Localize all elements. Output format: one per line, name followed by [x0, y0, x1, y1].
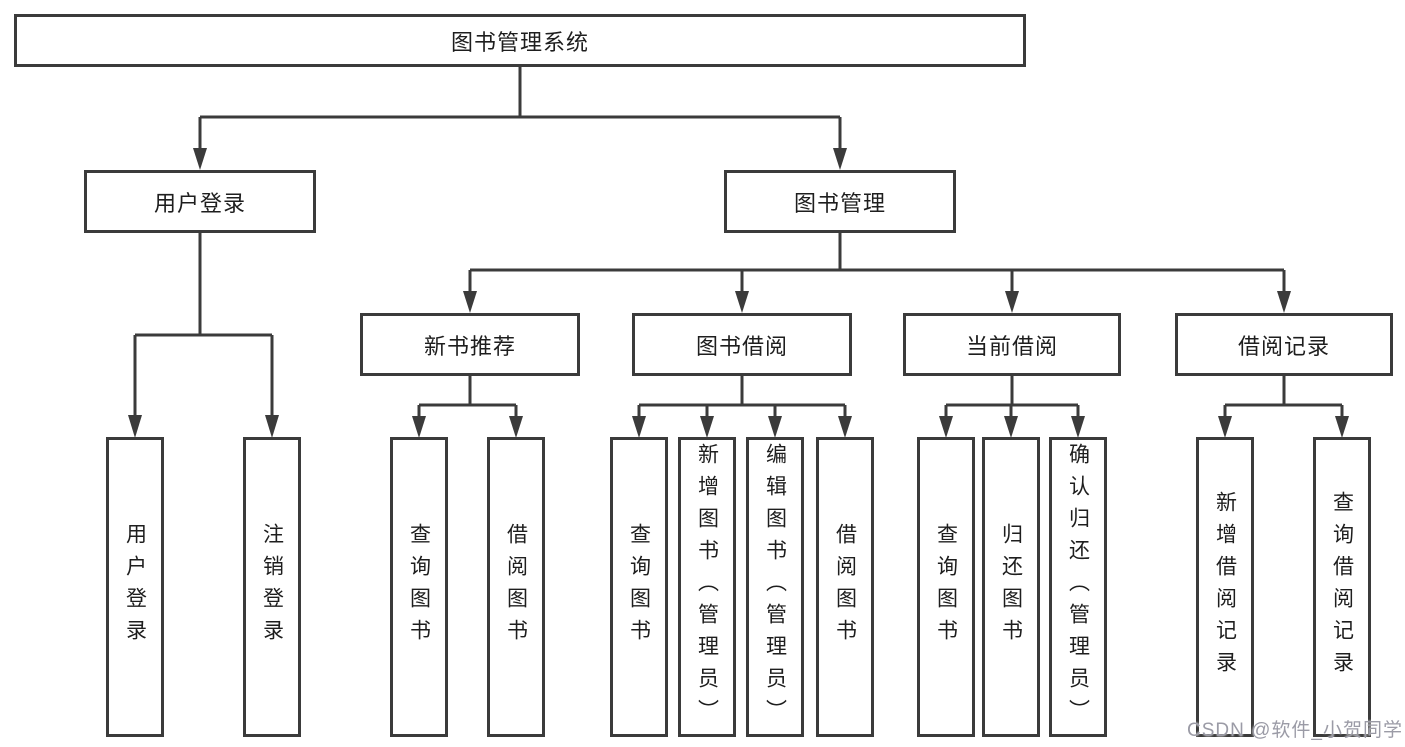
node-book-borrowing: 图书借阅: [632, 313, 852, 376]
node-book-management-label: 图书管理: [793, 190, 886, 216]
leaf-query-borrow-record: 查询借阅记录: [1313, 437, 1371, 737]
node-borrowing-records-label: 借阅记录: [1237, 333, 1330, 359]
node-user-login-label: 用户登录: [153, 190, 246, 216]
node-current-borrowing-label: 当前借阅: [965, 333, 1058, 359]
leaf-return-books-label: 归还图书: [999, 523, 1023, 651]
leaf-borrow-books-recommend: 借阅图书: [487, 437, 545, 737]
node-library-system: 图书管理系统: [14, 14, 1026, 67]
connector-currentborrow-to-leaves: [939, 376, 1085, 438]
node-current-borrowing: 当前借阅: [903, 313, 1121, 376]
leaf-query-books-borrow-label: 查询图书: [627, 523, 651, 651]
leaf-query-books-recommend-label: 查询图书: [407, 523, 431, 651]
node-user-login: 用户登录: [84, 170, 316, 233]
node-borrowing-records: 借阅记录: [1175, 313, 1393, 376]
leaf-user-login: 用户登录: [106, 437, 164, 737]
csdn-watermark: CSDN @软件_小贺同学: [1187, 720, 1403, 741]
connector-records-to-leaves: [1218, 376, 1349, 438]
node-book-borrowing-label: 图书借阅: [695, 333, 788, 359]
leaf-query-books-borrow: 查询图书: [610, 437, 668, 737]
leaf-confirm-return-admin-label: 确认归还（管理员）: [1066, 443, 1090, 731]
connector-newbook-to-leaves: [412, 376, 523, 438]
leaf-add-borrow-record-label: 新增借阅记录: [1213, 491, 1237, 683]
leaf-borrow-books-label: 借阅图书: [833, 523, 857, 651]
leaf-edit-book-admin: 编辑图书（管理员）: [746, 437, 804, 737]
node-new-book-recommend-label: 新书推荐: [423, 333, 516, 359]
node-book-management: 图书管理: [724, 170, 956, 233]
node-library-system-label: 图书管理系统: [450, 29, 589, 55]
leaf-borrow-books-recommend-label: 借阅图书: [504, 523, 528, 651]
leaf-query-books-current-label: 查询图书: [934, 523, 958, 651]
leaf-query-borrow-record-label: 查询借阅记录: [1330, 491, 1354, 683]
leaf-add-book-admin-label: 新增图书（管理员）: [695, 443, 719, 731]
leaf-add-book-admin: 新增图书（管理员）: [678, 437, 736, 737]
leaf-query-books-current: 查询图书: [917, 437, 975, 737]
leaf-return-books: 归还图书: [982, 437, 1040, 737]
leaf-logout-label: 注销登录: [260, 523, 284, 651]
leaf-add-borrow-record: 新增借阅记录: [1196, 437, 1254, 737]
leaf-user-login-label: 用户登录: [123, 523, 147, 651]
leaf-confirm-return-admin: 确认归还（管理员）: [1049, 437, 1107, 737]
connector-bookborrow-to-leaves: [632, 376, 852, 438]
leaf-logout: 注销登录: [243, 437, 301, 737]
connector-root-to-level2: [193, 67, 847, 170]
leaf-edit-book-admin-label: 编辑图书（管理员）: [763, 443, 787, 731]
leaf-query-books-recommend: 查询图书: [390, 437, 448, 737]
leaf-borrow-books: 借阅图书: [816, 437, 874, 737]
connector-bookmgmt-to-level3: [463, 233, 1291, 313]
connector-userlogin-to-leaves: [128, 233, 279, 438]
node-new-book-recommend: 新书推荐: [360, 313, 580, 376]
